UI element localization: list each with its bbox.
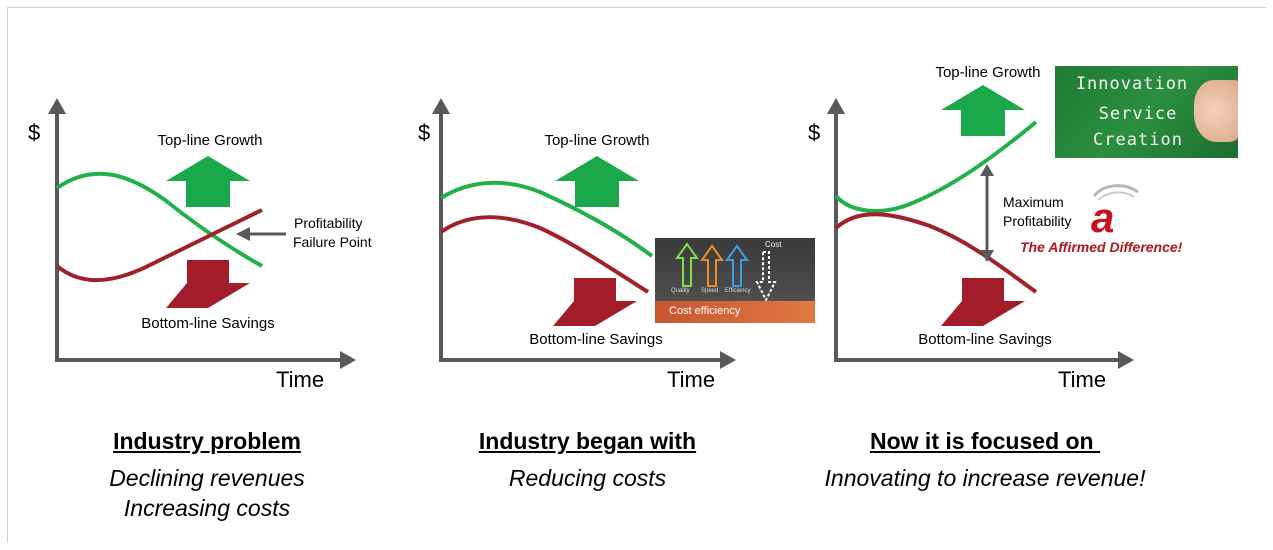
cost-efficiency-photo: Quality Speed Efficiency Cost Cost effic… [655, 238, 815, 323]
hand-with-chalk [1194, 80, 1238, 142]
panel-1-growth-arrow [166, 156, 250, 207]
caption-panel-2: Industry began with Reducing costs [440, 428, 735, 493]
panel-3-y-label: $ [808, 120, 820, 145]
caption-panel-1-line-1: Declining revenues [109, 465, 305, 491]
panel-1-top-label: Top-line Growth [157, 132, 262, 149]
photo-quality-label: Quality [671, 288, 690, 294]
panel-1-annotation-line2: Failure Point [293, 234, 372, 250]
photo-cost-label: Cost [765, 240, 782, 249]
panel-2-growth-curve [439, 180, 654, 258]
slide-frame [7, 7, 1266, 543]
panel-2-cost-curve [439, 215, 650, 294]
panel-3-bottom-label: Bottom-line Savings [918, 331, 1051, 348]
panel-2-savings-arrow [553, 278, 637, 326]
chalk-line-service: Service [1098, 104, 1178, 124]
innovation-chalkboard-photo: Innovation Service Creation [1055, 66, 1238, 158]
panel-2-x-label: Time [667, 367, 715, 392]
panel-1-axes [48, 98, 356, 369]
panel-2-bottom-label: Bottom-line Savings [529, 331, 662, 348]
affirmed-logo: a [1091, 184, 1139, 241]
caption-panel-2-heading: Industry began with [478, 428, 697, 454]
caption-panel-3: Now it is focused on Innovating to incre… [775, 428, 1195, 493]
panel-3-cost-curve [834, 212, 1038, 294]
panel-3-x-label: Time [1058, 367, 1106, 392]
panel-1-growth-curve [55, 171, 263, 268]
caption-panel-1-line-2: Increasing costs [123, 495, 291, 521]
panel-1-x-label: Time [276, 367, 324, 392]
panel-1-cost-curve [55, 208, 263, 283]
affirmed-logo-letter: a [1091, 194, 1114, 241]
panel-2-growth-arrow [555, 156, 639, 207]
panel-1-annotation-line1: Profitability [294, 215, 362, 231]
chalk-line-creation: Creation [1093, 130, 1183, 150]
panel-3: $ Time Top-line Growth Bottom-line Savin… [808, 64, 1183, 392]
panel-3-axes [827, 98, 1134, 369]
photo-efficiency-label: Efficiency [725, 288, 751, 294]
panel-3-annotation-line1: Maximum [1003, 194, 1064, 210]
panel-2-top-label: Top-line Growth [544, 132, 649, 149]
panel-1-savings-arrow [166, 260, 250, 308]
affirmed-tagline: The Affirmed Difference! [1020, 239, 1183, 255]
panel-2-y-label: $ [418, 120, 430, 145]
caption-panel-3-line-1: Innovating to increase revenue! [824, 465, 1146, 491]
panel-3-growth-arrow [941, 85, 1025, 136]
panel-1: $ Time Top-line Growth Bottom-line Savin… [28, 98, 372, 392]
photo-strip-text: Cost efficiency [669, 305, 741, 317]
caption-panel-3-heading: Now it is focused on [869, 428, 1100, 454]
panel-1-y-label: $ [28, 120, 40, 145]
caption-panel-1-heading: Industry problem [113, 428, 301, 454]
panel-3-savings-arrow [941, 278, 1025, 326]
panel-1-bottom-label: Bottom-line Savings [141, 315, 274, 332]
caption-panel-1: Industry problem Declining revenues Incr… [62, 428, 352, 523]
panel-3-growth-curve [834, 120, 1038, 213]
photo-speed-label: Speed [701, 288, 719, 294]
panel-3-annotation-line2: Profitability [1003, 213, 1071, 229]
panel-2-axes [432, 98, 736, 369]
chalk-line-innovation: Innovation [1075, 74, 1189, 94]
caption-panel-2-line-1: Reducing costs [508, 465, 667, 491]
panel-2: $ Time Top-line Growth Bottom-line Savin… [418, 98, 736, 392]
panel-3-profit-gap-arrow [980, 164, 994, 262]
panel-3-top-label: Top-line Growth [935, 64, 1040, 81]
photo-strip: Cost efficiency [655, 301, 815, 323]
cost-efficiency-arrows [675, 242, 777, 303]
